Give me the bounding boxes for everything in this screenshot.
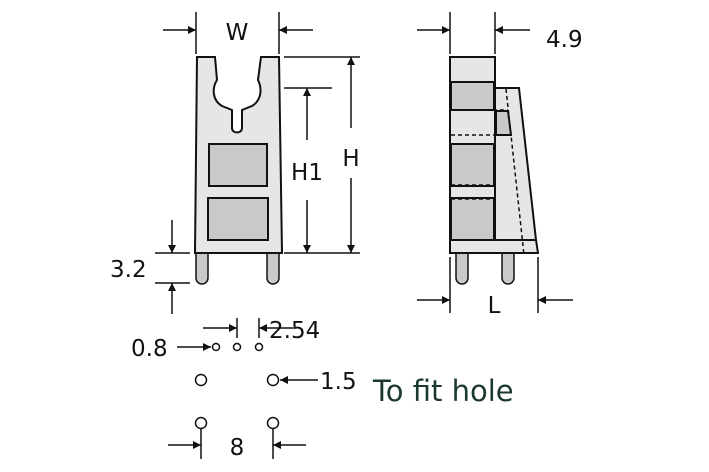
w-label: W <box>226 20 249 46</box>
pin-length-label: 3.2 <box>110 257 147 283</box>
spacing-label: 8 <box>230 435 245 461</box>
large-hole-label: 1.5 <box>320 369 357 395</box>
side-view: 4.9 L <box>417 12 583 319</box>
front-window-upper <box>208 143 268 187</box>
front-window-lower <box>207 197 269 241</box>
fit-hole-note: To fit hole <box>372 374 514 408</box>
h-label: H <box>342 146 359 172</box>
depth-label: 4.9 <box>546 27 583 53</box>
hole-layout: 2.54 0.8 1.5 To fit hole 8 <box>131 318 514 461</box>
small-hole-label: 0.8 <box>131 336 168 362</box>
pitch-label: 2.54 <box>269 318 320 344</box>
length-label: L <box>488 293 501 319</box>
front-view: W H H1 3.2 <box>110 12 360 314</box>
h1-label: H1 <box>291 160 323 186</box>
